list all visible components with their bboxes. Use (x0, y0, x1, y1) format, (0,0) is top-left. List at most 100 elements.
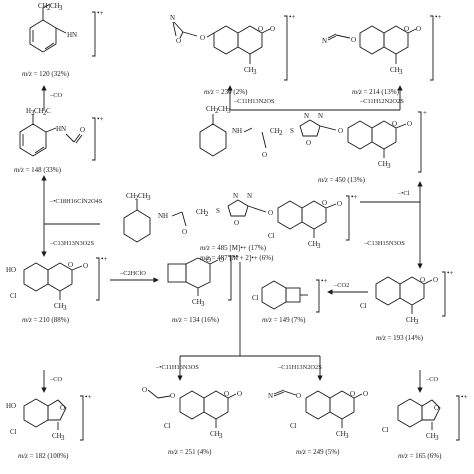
svg-text:3: 3 (61, 434, 65, 442)
svg-text:N: N (318, 112, 323, 120)
svg-text:O: O (363, 390, 368, 398)
svg-text:+: + (423, 109, 427, 117)
mz-label-251: m/z = 251 (4%) (168, 448, 212, 456)
svg-text:CH: CH (196, 208, 206, 216)
loss-label-co-193-165: –CO (426, 376, 439, 383)
mz-label-165: m/z = 165 (6%) (398, 452, 442, 460)
mz-label-450: m/z = 450 (13%) (318, 176, 365, 184)
svg-text:2: 2 (135, 194, 139, 202)
svg-text:•+: •+ (101, 255, 107, 263)
svg-text:3: 3 (59, 4, 63, 12)
svg-text:3: 3 (147, 194, 151, 202)
svg-text:HO: HO (6, 402, 16, 410)
mz-label-485: m/z = 485 [M]•+ (17%) (200, 244, 266, 252)
mz-label-149: m/z = 149 (7%) (262, 316, 306, 324)
svg-text:O: O (338, 127, 343, 135)
svg-text:O: O (182, 228, 187, 236)
svg-text:HO: HO (6, 266, 16, 274)
mz-label-148: m/z = 148 (33%) (14, 166, 61, 174)
svg-text:3: 3 (345, 432, 349, 440)
svg-text:O: O (237, 390, 242, 398)
loss-label-214: –C11H12N2O2S (360, 98, 404, 105)
svg-text:2: 2 (215, 107, 219, 115)
svg-text:O: O (322, 199, 327, 207)
mz-label-210: m/z = 210 (88%) (22, 316, 69, 324)
loss-label-co-210-182: –CO (50, 376, 63, 383)
mz-label-230: m/z = 230 (2%) (204, 88, 248, 96)
svg-text:O: O (68, 261, 73, 269)
svg-text:O: O (434, 404, 439, 412)
svg-text:N: N (304, 112, 309, 120)
svg-text:Cl: Cl (290, 422, 297, 430)
loss-label-co-148-120: –CO (50, 92, 63, 99)
loss-label-210: –C13H13N3O2S (50, 240, 95, 247)
svg-text:O: O (80, 126, 85, 134)
svg-text:HN: HN (67, 31, 77, 39)
svg-text:CH: CH (390, 66, 400, 74)
svg-text:O: O (262, 151, 267, 159)
svg-text:Cl: Cl (10, 428, 17, 436)
svg-text:2: 2 (43, 109, 47, 117)
svg-text:N: N (322, 37, 327, 45)
svg-text:O: O (142, 386, 147, 394)
svg-text:3: 3 (253, 68, 257, 76)
svg-text:CH: CH (192, 298, 202, 306)
svg-text:H: H (26, 107, 31, 115)
loss-label-251: –•C11H13N3OS (156, 364, 199, 371)
svg-text:•+: •+ (85, 393, 91, 401)
svg-text:HN: HN (56, 125, 66, 133)
svg-text:Cl: Cl (164, 422, 171, 430)
svg-text:2: 2 (279, 129, 283, 137)
svg-text:O: O (83, 262, 88, 270)
svg-text:CH: CH (126, 192, 136, 200)
svg-text:N: N (268, 392, 273, 400)
svg-text:O: O (296, 392, 301, 400)
svg-text:O: O (337, 200, 342, 208)
svg-text:3: 3 (435, 434, 439, 442)
svg-text:O: O (60, 404, 65, 412)
svg-text:CH: CH (34, 107, 44, 115)
mz-label-193: m/z = 193 (14%) (376, 334, 423, 342)
svg-text:O: O (416, 25, 421, 33)
svg-text:•+: •+ (97, 115, 103, 123)
svg-text:O: O (351, 36, 356, 44)
svg-text:O: O (268, 209, 273, 217)
svg-text:O: O (170, 392, 175, 400)
svg-text:•+: •+ (321, 277, 327, 285)
svg-text:CH: CH (336, 430, 346, 438)
svg-text:CH: CH (206, 105, 216, 113)
svg-text:3: 3 (63, 304, 67, 312)
svg-text:•+: •+ (233, 253, 239, 261)
svg-text:N: N (233, 192, 238, 200)
loss-label-134: –C2HClO (120, 270, 146, 277)
mz-label-120: m/z = 120 (32%) (22, 70, 69, 78)
svg-text:•+: •+ (289, 13, 295, 21)
svg-text:CH: CH (54, 302, 64, 310)
svg-text:3: 3 (399, 68, 403, 76)
mz-label-182: m/z = 182 (100%) (18, 452, 69, 460)
svg-text:Cl: Cl (252, 294, 259, 302)
svg-text:O: O (433, 276, 438, 284)
svg-text:C: C (46, 107, 51, 115)
mz-label-249: m/z = 249 (5%) (296, 448, 340, 456)
svg-text:O: O (350, 390, 355, 398)
loss-label-co2: –CO2 (334, 282, 350, 289)
svg-text:3: 3 (317, 242, 321, 250)
svg-text:O: O (206, 256, 211, 264)
svg-text:O: O (420, 276, 425, 284)
svg-text:CH: CH (378, 160, 388, 168)
svg-text:3: 3 (219, 432, 223, 440)
svg-text:O: O (176, 37, 181, 45)
svg-text:3: 3 (31, 109, 35, 117)
